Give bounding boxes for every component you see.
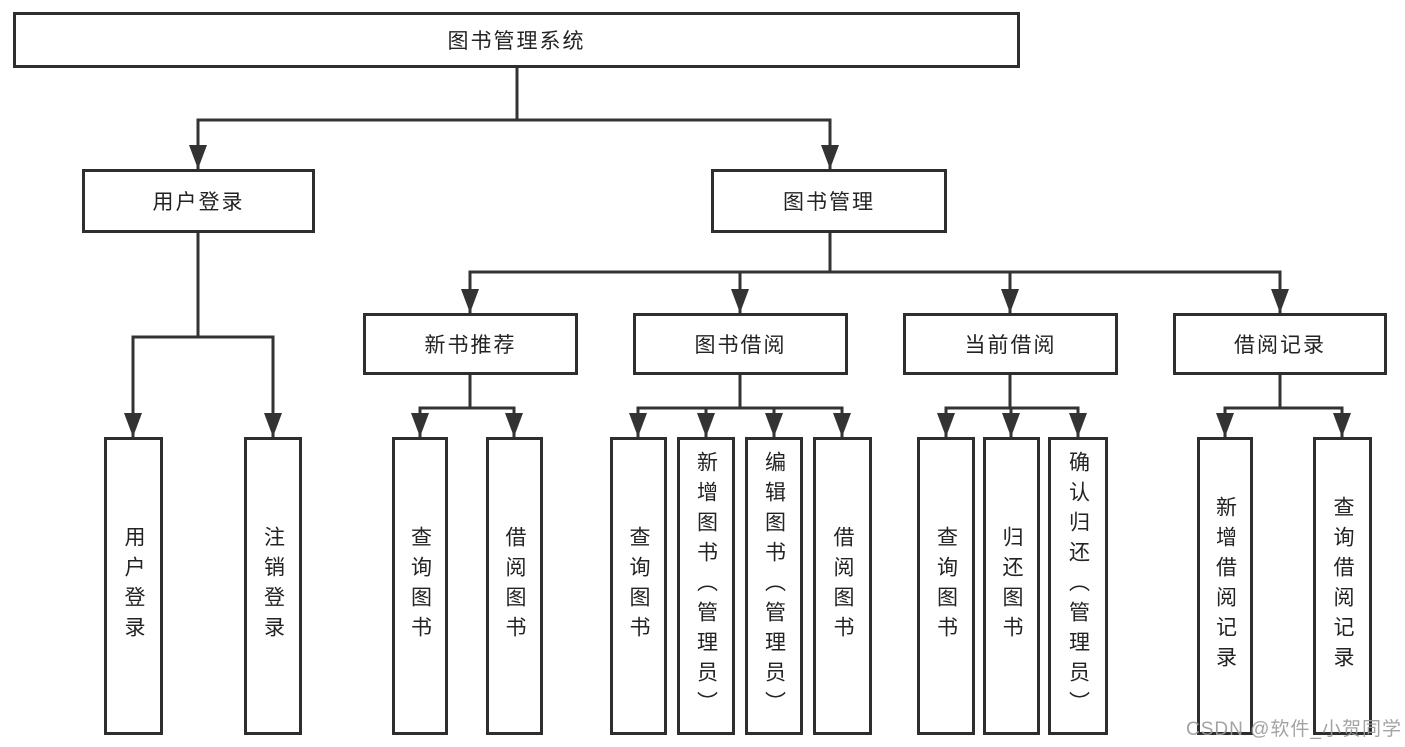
arrow-down-icon bbox=[461, 289, 479, 313]
arrow-down-icon bbox=[1002, 413, 1020, 437]
leaf-borrow-books-recommend: 借阅图书 bbox=[486, 437, 543, 735]
arrow-down-icon bbox=[833, 413, 851, 437]
arrow-down-icon bbox=[505, 413, 523, 437]
bar-new-book bbox=[418, 406, 516, 437]
node-current-borrow: 当前借阅 bbox=[903, 313, 1118, 375]
leaf-confirm-return-admin: 确认归还（管理员） bbox=[1048, 437, 1108, 735]
arrow-down-icon bbox=[629, 413, 647, 437]
leaf-query-books-recommend: 查询图书 bbox=[392, 437, 448, 735]
leaf-add-book-admin: 新增图书（管理员） bbox=[677, 437, 735, 735]
leaf-return-book: 归还图书 bbox=[983, 437, 1040, 735]
node-book-management: 图书管理 bbox=[711, 169, 947, 233]
arrow-down-icon bbox=[937, 413, 955, 437]
node-user-login: 用户登录 bbox=[82, 169, 315, 233]
arrow-down-icon bbox=[1333, 413, 1351, 437]
bar-records bbox=[1223, 406, 1344, 437]
arrow-down-icon bbox=[1271, 289, 1289, 313]
arrow-down-icon bbox=[731, 289, 749, 313]
bar-borrow bbox=[636, 406, 844, 437]
leaf-logout: 注销登录 bbox=[244, 437, 302, 735]
arrow-down-icon bbox=[1216, 413, 1234, 437]
bar-level3 bbox=[468, 270, 1282, 313]
arrow-down-icon bbox=[1069, 413, 1087, 437]
arrow-down-icon bbox=[189, 145, 207, 169]
leaf-query-books-borrow: 查询图书 bbox=[610, 437, 667, 735]
leaf-user-login: 用户登录 bbox=[104, 437, 163, 735]
leaf-edit-book-admin: 编辑图书（管理员） bbox=[745, 437, 803, 735]
node-root-system: 图书管理系统 bbox=[13, 12, 1020, 68]
arrow-down-icon bbox=[821, 145, 839, 169]
arrow-down-icon bbox=[124, 413, 142, 437]
arrow-down-icon bbox=[264, 413, 282, 437]
arrow-down-icon bbox=[765, 413, 783, 437]
bar-level2 bbox=[196, 118, 832, 169]
node-new-book-recommend: 新书推荐 bbox=[363, 313, 578, 375]
arrow-down-icon bbox=[1001, 289, 1019, 313]
connector-paths bbox=[131, 68, 1344, 437]
bar-user-login bbox=[131, 335, 275, 437]
leaf-add-borrow-record: 新增借阅记录 bbox=[1197, 437, 1253, 735]
node-borrow-records: 借阅记录 bbox=[1173, 313, 1387, 375]
arrow-down-icon bbox=[411, 413, 429, 437]
arrow-down-icon bbox=[697, 413, 715, 437]
leaf-query-borrow-record: 查询借阅记录 bbox=[1313, 437, 1372, 735]
leaf-query-books-current: 查询图书 bbox=[917, 437, 975, 735]
watermark: CSDN @软件_小贺同学 bbox=[1186, 719, 1402, 740]
node-book-borrow: 图书借阅 bbox=[633, 313, 848, 375]
leaf-borrow-books: 借阅图书 bbox=[813, 437, 872, 735]
